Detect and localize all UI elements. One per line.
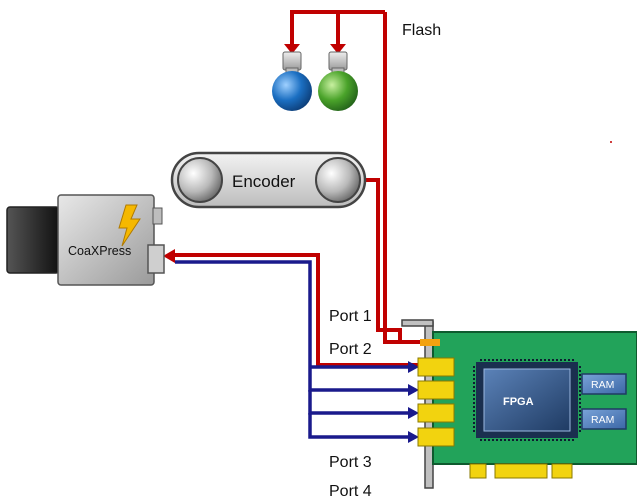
encoder-roller-right <box>315 157 361 203</box>
board-edge-connector-1 <box>469 463 487 479</box>
lamp-green <box>318 51 358 111</box>
light-bulb-icon <box>318 71 358 111</box>
port-4-label: Port 4 <box>329 483 372 500</box>
fpga-label: FPGA <box>503 396 534 408</box>
light-bulb-icon <box>272 71 312 111</box>
port-2-label: Port 2 <box>329 341 372 358</box>
camera-label: CoaXPress <box>68 244 131 258</box>
lamp-blue-socket <box>282 51 302 71</box>
camera-top-port <box>152 207 163 225</box>
data-wires <box>175 260 412 439</box>
stray-dot <box>610 141 612 143</box>
port-connector-2 <box>417 380 455 400</box>
fpga-chip: FPGA <box>473 359 581 441</box>
frame-grabber-board: FPGA RAM RAM <box>401 319 637 489</box>
camera-trigger-wire <box>175 253 420 367</box>
camera-body <box>57 194 155 286</box>
camera-connector <box>147 244 165 274</box>
encoder-wire <box>362 178 402 342</box>
port-connector-1 <box>417 357 455 377</box>
ram-label-2: RAM <box>591 414 614 426</box>
lamp-green-socket <box>328 51 348 71</box>
flash-trigger-wire <box>290 10 425 344</box>
port-connector-4 <box>417 427 455 447</box>
camera-lens <box>6 206 60 274</box>
encoder-belt <box>170 151 367 209</box>
port-1-label: Port 1 <box>329 308 372 325</box>
board-edge-connector-2 <box>494 463 548 479</box>
ram-chip-1: RAM <box>581 373 627 395</box>
flash-arrowheads <box>284 44 346 54</box>
lightning-bolt-icon <box>118 204 141 247</box>
ram-label-1: RAM <box>591 379 614 391</box>
encoder-roller-left <box>177 157 223 203</box>
port-connector-3 <box>417 403 455 423</box>
encoder: Encoder <box>170 151 367 209</box>
encoder-label: Encoder <box>232 172 296 191</box>
lamp-blue <box>272 51 312 111</box>
board-bracket-top <box>401 319 434 327</box>
flash-label: Flash <box>402 22 441 39</box>
port-3-label: Port 3 <box>329 454 372 471</box>
ram-chip-2: RAM <box>581 408 627 430</box>
camera-input-arrowhead <box>163 249 175 263</box>
coaxpress-camera: CoaXPress <box>6 194 165 286</box>
io-connector <box>420 339 440 346</box>
data-arrowheads <box>408 361 419 443</box>
board-edge-connector-3 <box>551 463 573 479</box>
